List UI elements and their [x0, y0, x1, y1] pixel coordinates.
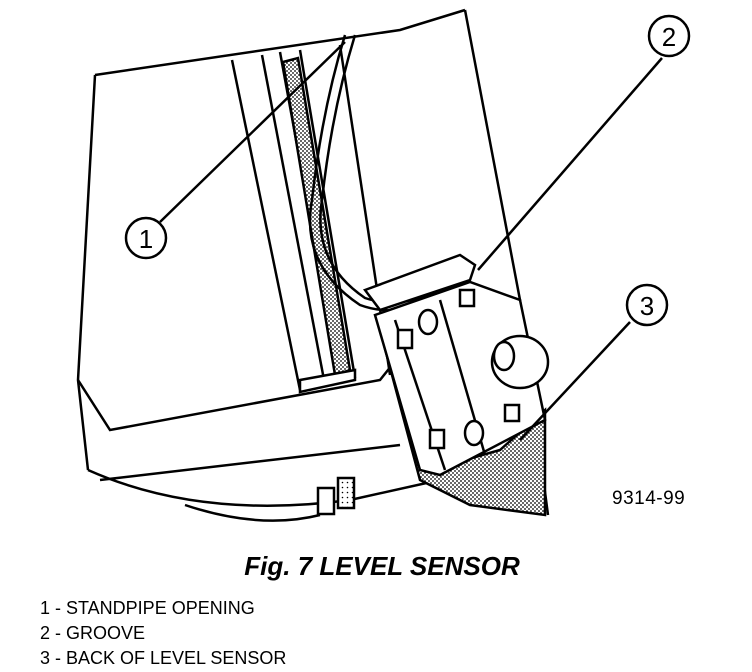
standpipe — [230, 44, 392, 394]
callout-2-label: 2 — [662, 22, 676, 52]
figure-caption: Fig. 7 LEVEL SENSOR — [244, 551, 520, 581]
legend-item: 3 - BACK OF LEVEL SENSOR — [40, 648, 287, 668]
callout-2: 2 — [477, 14, 691, 271]
callout-3-label: 3 — [640, 291, 654, 321]
legend-item: 2 - GROOVE — [40, 623, 146, 643]
drawing-number: 9314-99 — [612, 488, 686, 509]
callout-1-label: 1 — [139, 224, 153, 254]
level-sensor — [316, 253, 550, 517]
level-sensor-illustration: 1 2 3 — [76, 8, 691, 522]
callout-3: 3 — [519, 283, 669, 441]
legend-item: 1 - STANDPIPE OPENING — [40, 598, 255, 618]
figure-legend: 1 - STANDPIPE OPENING 2 - GROOVE 3 - BAC… — [40, 596, 286, 671]
callout-1: 1 — [124, 41, 346, 260]
